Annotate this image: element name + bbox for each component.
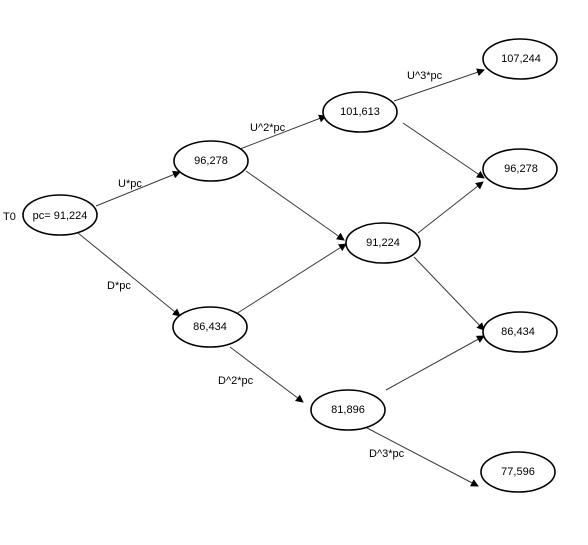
node-ellipse	[310, 389, 386, 431]
node-up-up-up-3: 107,244	[482, 38, 558, 80]
node-down-1: 86,434	[172, 306, 248, 348]
edge-label-down-1: D*pc	[107, 280, 131, 292]
edge-root-d1	[77, 232, 181, 317]
edge-label-up-3: U^3*pc	[407, 70, 443, 82]
edge-label-up-1: U*pc	[118, 178, 142, 190]
node-ellipse	[345, 222, 421, 264]
node-value: 81,896	[331, 404, 365, 416]
node-up-1: 96,278	[173, 140, 249, 182]
node-ellipse	[482, 38, 558, 80]
edge-label-down-2: D^2*pc	[218, 375, 254, 387]
node-ellipse	[172, 306, 248, 348]
edge-root-u1	[95, 170, 181, 207]
edge-uu2-uuu3	[393, 68, 485, 102]
node-value: 96,278	[194, 155, 228, 167]
edge-u1-uu2	[239, 114, 327, 150]
edges	[77, 68, 485, 487]
edge-d1-ud2	[235, 243, 347, 315]
node-value: 101,613	[340, 106, 380, 118]
node-up-down-2: 91,224	[345, 222, 421, 264]
node-value: 91,224	[366, 237, 400, 249]
node-ellipse	[173, 140, 249, 182]
node-value: 86,434	[193, 321, 227, 333]
node-up-up-2: 101,613	[322, 91, 398, 133]
node-ellipse	[22, 194, 98, 236]
edge-u1-ud2	[245, 170, 345, 241]
node-value: 86,434	[501, 326, 535, 338]
edge-ud2-uud3	[417, 181, 484, 234]
node-down-down-down-3: 77,596	[480, 451, 556, 493]
node-up-down-down-3: 86,434	[482, 311, 558, 353]
node-down-down-2: 81,896	[310, 389, 386, 431]
node-ellipse	[482, 148, 558, 190]
node-up-up-down-3: 96,278	[482, 148, 558, 190]
node-ellipse	[480, 451, 556, 493]
edge-dd2-udd3	[385, 335, 485, 391]
time-label-t0: T0	[3, 211, 16, 223]
node-value: 96,278	[504, 163, 538, 175]
node-value: 77,596	[501, 466, 535, 478]
node-value: 107,244	[501, 53, 541, 65]
edge-labels: U*pc D*pc U^2*pc D^2*pc U^3*pc D^3*pc	[107, 70, 443, 460]
edge-ud2-udd3	[413, 256, 485, 331]
node-value: pc= 91,224	[33, 210, 88, 222]
edge-label-down-3: D^3*pc	[369, 448, 405, 460]
node-ellipse	[482, 311, 558, 353]
edge-uu2-uud3	[402, 122, 485, 179]
node-ellipse	[322, 91, 398, 133]
node-root: pc= 91,224	[22, 194, 98, 236]
edge-label-up-2: U^2*pc	[250, 122, 286, 134]
edge-d1-dd2	[229, 346, 304, 403]
edge-dd2-ddd3	[366, 427, 479, 487]
